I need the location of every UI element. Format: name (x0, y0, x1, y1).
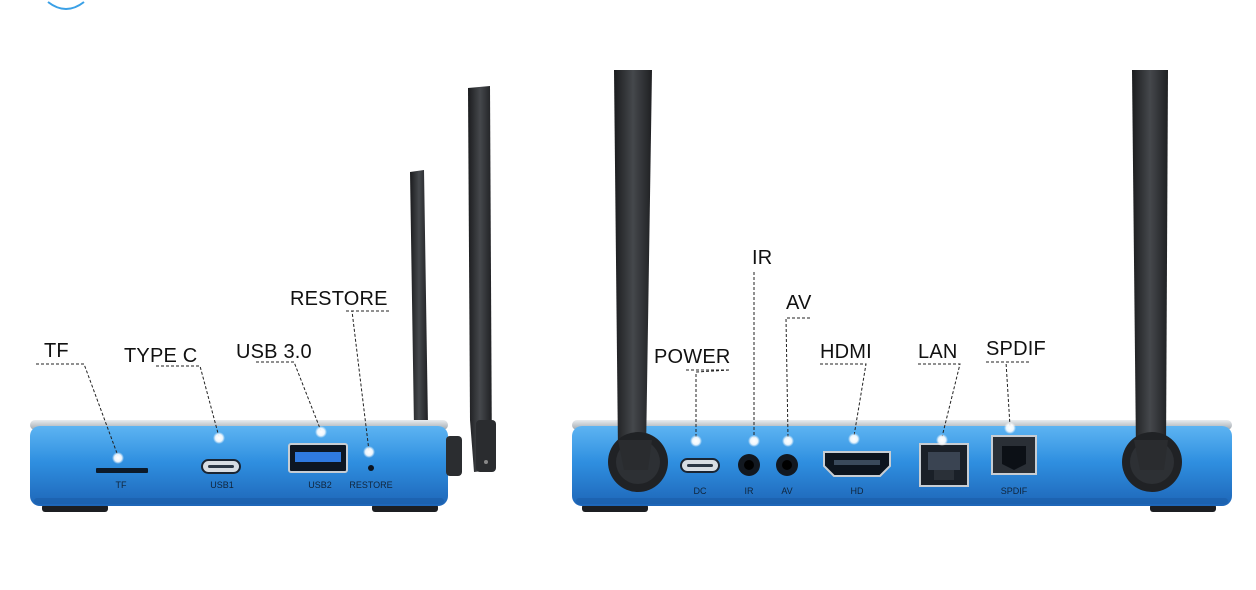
antenna-tall (468, 86, 496, 472)
logo-arc (47, 1, 85, 10)
callout-lan: LAN (918, 341, 958, 363)
port-label-usb2: USB2 (308, 480, 332, 490)
front-leader-lines (36, 310, 390, 457)
callout-ir: IR (752, 247, 773, 269)
port-label-tf: TF (116, 480, 127, 490)
back-markers (690, 422, 1016, 447)
tf-slot (96, 468, 148, 473)
port-label-av: AV (781, 486, 792, 496)
restore-pinhole (368, 465, 374, 471)
callout-av: AV (786, 292, 812, 314)
callout-usb30: USB 3.0 (236, 341, 312, 363)
port-label-spdif: SPDIF (1001, 486, 1028, 496)
callout-type-c: TYPE C (124, 345, 198, 367)
back-view: DC IR AV HD SPDIF (572, 70, 1232, 512)
back-box (572, 420, 1232, 506)
port-label-hd: HD (851, 486, 864, 496)
port-label-restore: RESTORE (349, 480, 392, 490)
front-view: TF USB1 USB2 RESTORE (30, 86, 496, 512)
callout-spdif: SPDIF (986, 338, 1046, 360)
callout-hdmi: HDMI (820, 341, 872, 363)
back-leader-lines (686, 272, 1030, 439)
antenna-left (608, 70, 668, 492)
front-box (30, 420, 462, 506)
port-label-ir: IR (745, 486, 755, 496)
callout-restore: RESTORE (290, 288, 388, 310)
port-label-usb1: USB1 (210, 480, 234, 490)
port-label-dc: DC (694, 486, 707, 496)
front-markers (112, 426, 375, 464)
antenna-short (410, 170, 428, 428)
antenna-right (1122, 70, 1182, 492)
callout-power: POWER (654, 346, 731, 368)
callout-tf: TF (44, 340, 69, 362)
